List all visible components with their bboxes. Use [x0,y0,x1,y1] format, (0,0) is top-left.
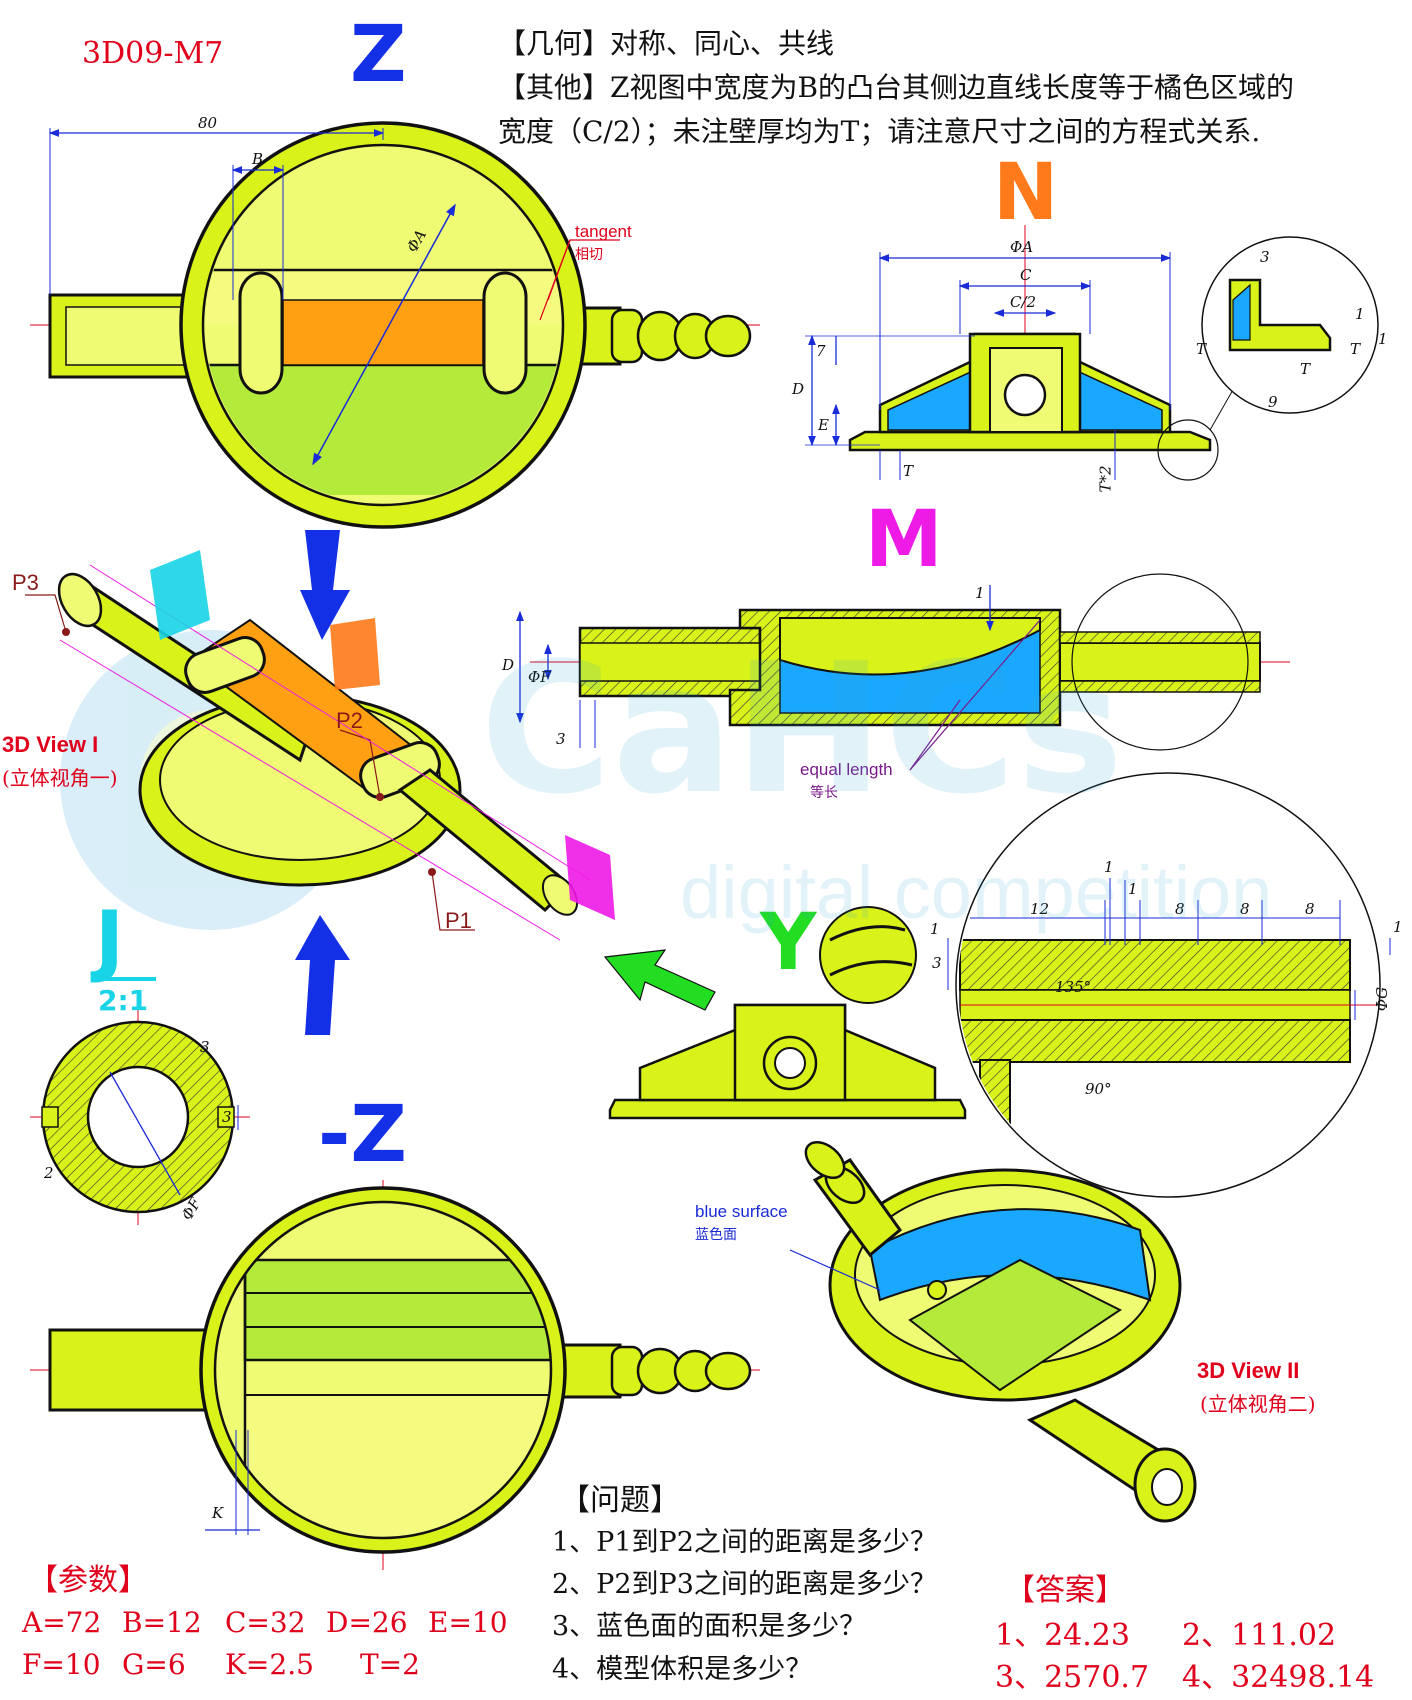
geometry-note: 【几何】对称、同心、共线 [498,27,835,60]
param-b: B=12 [122,1606,202,1639]
param-d: D=26 [326,1606,408,1639]
view-title-m: M [865,495,943,585]
iso-1-sublabel: (立体视角一) [2,766,118,790]
dim-detail-3: 3 [1260,248,1270,266]
dim-barb-12: 12 [1030,900,1050,918]
dim-j-3a: 3 [200,1038,210,1056]
dim-barb-8c: 8 [1305,900,1315,918]
param-g: G=6 [122,1648,186,1681]
question-1: 1、P1到P2之间的距离是多少？ [552,1527,937,1558]
dim-n-phia: ΦA [1010,238,1034,256]
param-t: T=2 [360,1648,420,1681]
dim-j-2: 2 [44,1164,54,1182]
dim-m-d: D [502,656,515,674]
dim-barb-90: 90° [1085,1080,1112,1098]
params-title: 【参数】 [28,1563,148,1598]
view-title-neg-z: -Z [318,1090,407,1180]
answer-4: 4、32498.14 [1182,1660,1375,1695]
dim-n-t2: T*2 [1096,465,1115,493]
param-a: A=72 [22,1606,102,1639]
z-view [30,121,760,529]
iso-2-sublabel: (立体视角二) [1200,1392,1316,1416]
neg-z-view [30,1180,760,1570]
dim-barb-1a: 1 [1104,858,1114,876]
dim-barb-3: 3 [932,954,942,972]
watermark-brand: CaHCs [480,625,1124,834]
dim-barb-1c: 1 [1393,918,1403,936]
blue-surface-label-zh: 蓝色面 [695,1227,737,1243]
param-e: E=10 [428,1606,508,1639]
dim-barb-8a: 8 [1175,900,1185,918]
answer-3: 3、2570.7 [995,1660,1150,1695]
answer-1: 1、24.23 [995,1618,1130,1653]
dim-barb-phig: ΦG [1373,986,1392,1012]
dim-n-c2: C/2 [1010,293,1037,311]
y-view [603,906,967,1120]
dim-m-phif: ΦF [528,668,551,686]
dim-z-b: B [252,150,264,168]
dim-m-1: 1 [975,584,985,602]
blue-surface-label: blue surface [695,1202,788,1221]
question-3: 3、蓝色面的面积是多少？ [552,1611,867,1642]
dim-detail-t3: T [1300,360,1311,378]
m-view [516,573,1290,771]
dim-j-3b: 3 [222,1108,232,1126]
view-title-z: Z [350,10,407,100]
dim-k: K [212,1504,224,1522]
param-f: F=10 [22,1648,101,1681]
dim-barb-1b: 1 [1128,880,1138,898]
dim-detail-t2: T [1350,340,1361,358]
model-code: 3D09-M7 [82,36,224,71]
point-p2: P2 [336,708,363,733]
iso-view-1 [25,530,615,1035]
point-p1: P1 [445,908,472,933]
equal-length-label: equal length [800,760,893,779]
question-2: 2、P2到P3之间的距离是多少？ [552,1569,937,1600]
j-view [30,1010,250,1225]
dim-detail-9: 9 [1268,393,1278,411]
dim-barb-8b: 8 [1240,900,1250,918]
tangent-label-zh: 相切 [575,247,603,263]
questions-title: 【问题】 [560,1483,680,1518]
iso-1-label: 3D View I [2,732,99,757]
barb-detail [947,772,1391,1198]
dim-detail-1a: 1 [1355,305,1365,323]
dim-detail-t1: T [1196,340,1207,358]
dim-n-d: D [792,380,805,398]
view-title-j: J [95,896,125,986]
watermark-sub: digital competition [680,851,1273,934]
iso-view-2 [789,1141,1197,1523]
param-c: C=32 [225,1606,306,1639]
dim-n-7: 7 [816,342,826,360]
equal-length-label-zh: 等长 [810,785,838,801]
n-view [805,225,1379,481]
question-4: 4、模型体积是多少？ [552,1654,813,1685]
j-underline [92,977,156,981]
param-k: K=2.5 [225,1648,314,1681]
view-title-n: N [993,148,1059,238]
iso-2-label: 3D View II [1197,1358,1300,1383]
other-note-line1: 【其他】Z视图中宽度为B的凸台其侧边直线长度等于橘色区域的 [498,71,1295,104]
dim-barb-135: 135° [1055,978,1092,996]
dim-barb-1d: 1 [930,920,940,938]
answer-2: 2、111.02 [1182,1618,1337,1653]
tangent-label: tangent [575,222,632,241]
dim-detail-1b: 1 [1378,330,1388,348]
answers-title: 【答案】 [1005,1573,1125,1608]
dim-m-3: 3 [556,730,566,748]
dim-z-80: 80 [198,114,218,132]
point-p3: P3 [12,570,39,595]
dim-n-e: E [818,416,829,434]
view-title-y: Y [760,898,817,988]
dim-n-t: T [903,462,914,480]
view-scale-j: 2:1 [98,984,149,1017]
other-note-line2: 宽度（C/2）；未注壁厚均为T；请注意尺寸之间的方程式关系. [498,115,1261,148]
dim-n-c: C [1020,266,1032,284]
